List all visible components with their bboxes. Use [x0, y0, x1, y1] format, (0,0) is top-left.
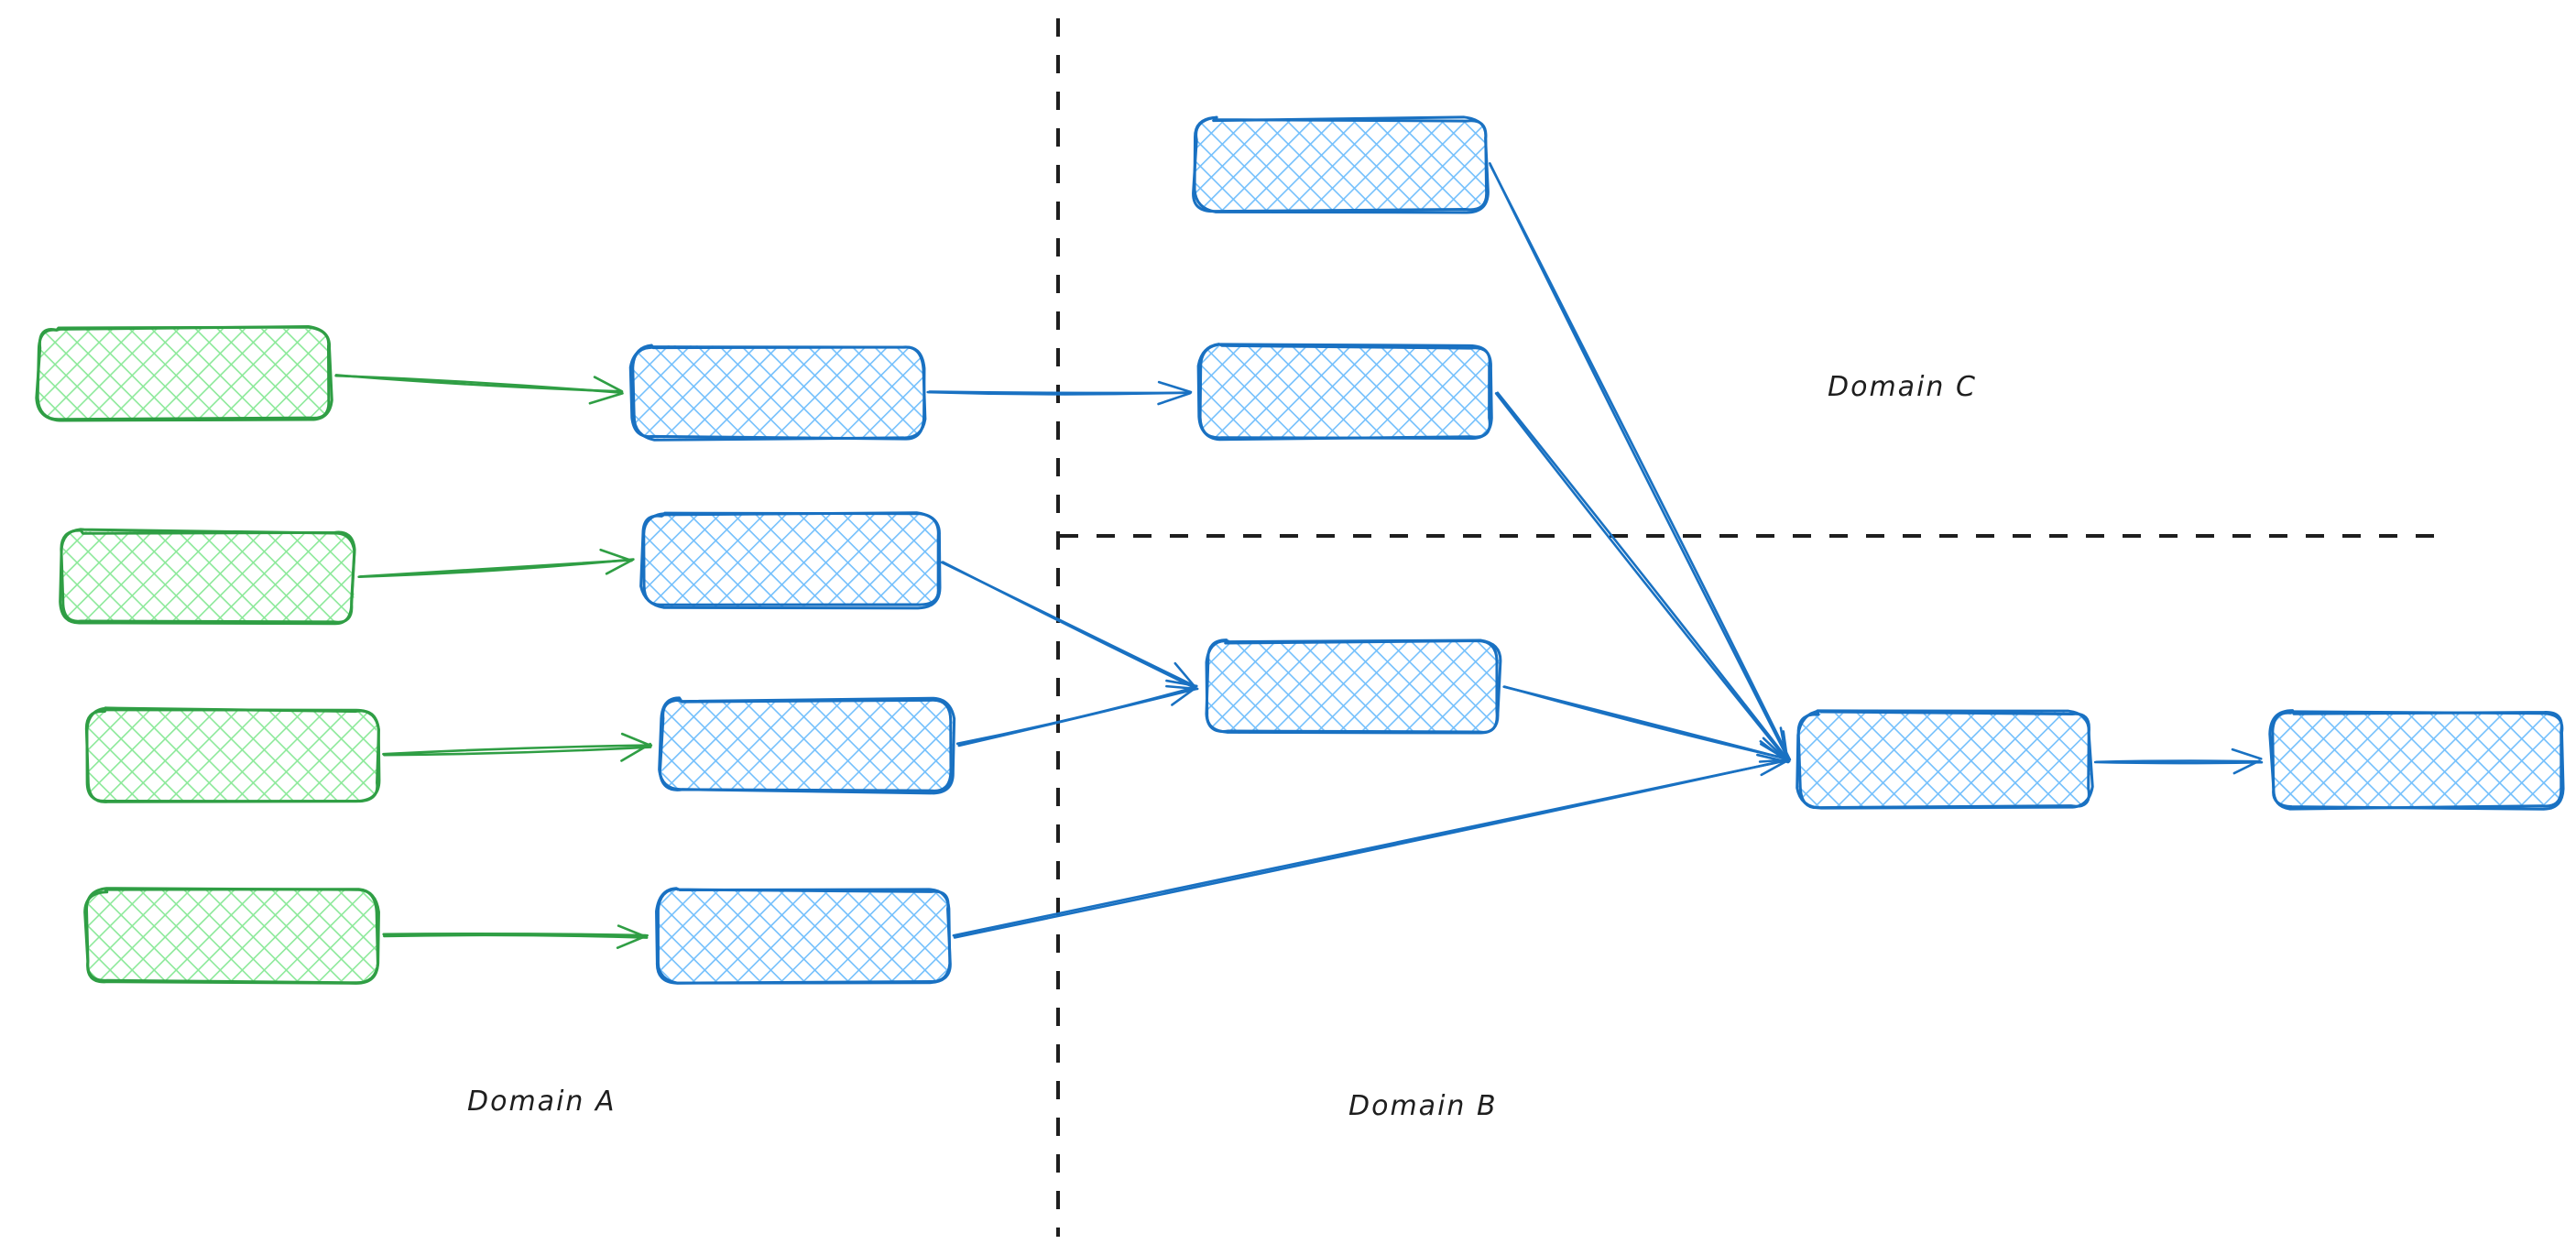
- node-blue-a4[interactable]: [655, 887, 952, 985]
- node-green-2[interactable]: [59, 528, 356, 626]
- edge-blue-a3-to-blue-b3: [955, 679, 1198, 748]
- edge-green-1-to-blue-a1: [334, 374, 624, 405]
- node-blue-a2[interactable]: [639, 511, 942, 610]
- edge-blue-c1-to-blue-c2: [2093, 748, 2264, 775]
- edge-blue-b2-to-blue-c1: [1494, 391, 1791, 762]
- node-green-3[interactable]: [84, 706, 381, 803]
- edge-green-3-to-blue-a3: [382, 732, 653, 762]
- edge-blue-b1-to-blue-c1: [1489, 162, 1792, 764]
- label-domain-c: Domain C: [1828, 371, 1977, 403]
- label-domain-b: Domain B: [1348, 1090, 1498, 1122]
- node-blue-c1[interactable]: [1796, 709, 2094, 810]
- node-green-1[interactable]: [35, 325, 333, 422]
- edge-green-4-to-blue-a4: [382, 924, 649, 949]
- node-blue-b2[interactable]: [1196, 343, 1493, 442]
- node-blue-c2[interactable]: [2268, 709, 2565, 811]
- node-blue-a1[interactable]: [628, 344, 927, 442]
- edge-green-2-to-blue-a2: [357, 548, 635, 578]
- node-blue-b1[interactable]: [1192, 115, 1490, 214]
- node-green-4[interactable]: [83, 887, 380, 985]
- edge-blue-b3-to-blue-c1: [1502, 685, 1791, 764]
- node-blue-b3[interactable]: [1205, 638, 1502, 735]
- label-domain-a: Domain A: [467, 1086, 617, 1118]
- edge-blue-a2-to-blue-b3: [940, 561, 1199, 691]
- edge-blue-a4-to-blue-c1: [952, 753, 1791, 939]
- edge-blue-a1-to-blue-b2: [926, 380, 1193, 406]
- node-blue-a3[interactable]: [658, 696, 956, 795]
